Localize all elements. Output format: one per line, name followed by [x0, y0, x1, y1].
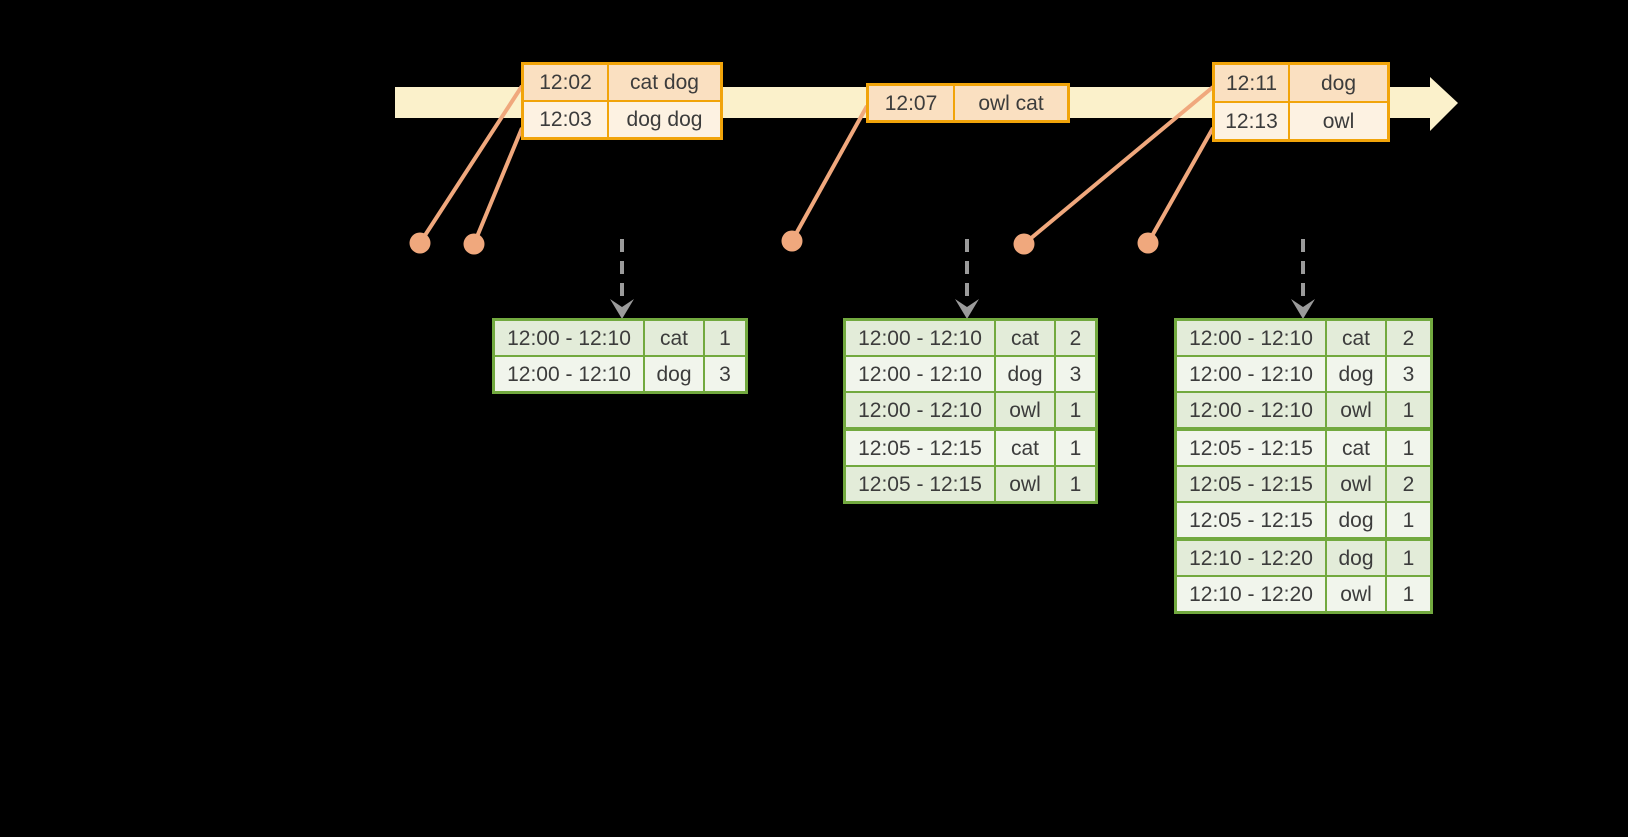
word-cell: owl	[994, 393, 1054, 427]
count-cell: 3	[1054, 357, 1095, 391]
down-arrow-icon	[610, 239, 634, 319]
word-cell: cat	[1325, 431, 1385, 465]
word-cell: cat	[1325, 321, 1385, 355]
words-cell: dog	[1288, 65, 1387, 101]
event-dot	[1137, 232, 1159, 254]
count-cell: 1	[703, 321, 745, 355]
event-dot	[1013, 233, 1035, 255]
time-cell: 12:03	[524, 102, 607, 137]
count-cell: 1	[1054, 431, 1095, 465]
count-cell: 2	[1385, 467, 1430, 501]
window-cell: 12:05 - 12:15	[846, 431, 994, 465]
words-cell: cat dog	[607, 65, 720, 100]
window-cell: 12:10 - 12:20	[1177, 541, 1325, 575]
connector-line	[472, 127, 524, 245]
word-cell: owl	[1325, 467, 1385, 501]
window-cell: 12:00 - 12:10	[846, 393, 994, 427]
window-cell: 12:00 - 12:10	[846, 357, 994, 391]
words-cell: owl cat	[953, 86, 1067, 120]
connector-line	[790, 105, 869, 242]
connector-line	[1022, 85, 1215, 246]
time-cell: 12:13	[1215, 103, 1288, 139]
words-cell: owl	[1288, 103, 1387, 139]
window-cell: 12:00 - 12:10	[1177, 357, 1325, 391]
event-dot	[781, 230, 803, 252]
count-cell: 1	[1054, 393, 1095, 427]
count-cell: 1	[1385, 503, 1430, 537]
time-cell: 12:02	[524, 65, 607, 100]
connector-line	[1146, 127, 1215, 244]
time-cell: 12:11	[1215, 65, 1288, 101]
count-cell: 1	[1385, 541, 1430, 575]
window-cell: 12:10 - 12:20	[1177, 577, 1325, 611]
window-cell: 12:00 - 12:10	[1177, 321, 1325, 355]
window-cell: 12:00 - 12:10	[846, 321, 994, 355]
trigger-arrows	[610, 239, 1315, 319]
word-cell: dog	[643, 357, 703, 391]
connector-line	[418, 84, 524, 245]
words-cell: dog dog	[607, 102, 720, 137]
word-cell: dog	[1325, 541, 1385, 575]
time-cell: 12:07	[869, 86, 953, 120]
window-cell: 12:05 - 12:15	[1177, 467, 1325, 501]
word-cell: dog	[1325, 357, 1385, 391]
event-dot	[463, 233, 485, 255]
window-cell: 12:05 - 12:15	[1177, 503, 1325, 537]
word-cell: cat	[994, 321, 1054, 355]
word-cell: owl	[1325, 577, 1385, 611]
count-cell: 1	[1054, 467, 1095, 501]
count-cell: 2	[1385, 321, 1430, 355]
count-cell: 1	[1385, 393, 1430, 427]
connector-lines	[418, 84, 1215, 246]
count-cell: 1	[1385, 577, 1430, 611]
word-cell: cat	[643, 321, 703, 355]
window-cell: 12:00 - 12:10	[495, 357, 643, 391]
down-arrow-icon	[955, 239, 979, 319]
window-cell: 12:05 - 12:15	[1177, 431, 1325, 465]
count-cell: 3	[1385, 357, 1430, 391]
word-cell: dog	[994, 357, 1054, 391]
down-arrow-icon	[1291, 239, 1315, 319]
word-cell: owl	[994, 467, 1054, 501]
count-cell: 2	[1054, 321, 1095, 355]
window-cell: 12:00 - 12:10	[1177, 393, 1325, 427]
count-cell: 1	[1385, 431, 1430, 465]
timeline-arrowhead-icon	[1430, 77, 1458, 131]
window-cell: 12:05 - 12:15	[846, 467, 994, 501]
count-cell: 3	[703, 357, 745, 391]
word-cell: dog	[1325, 503, 1385, 537]
word-cell: cat	[994, 431, 1054, 465]
window-cell: 12:00 - 12:10	[495, 321, 643, 355]
word-cell: owl	[1325, 393, 1385, 427]
event-dot	[409, 232, 431, 254]
event-dots	[409, 230, 1159, 255]
